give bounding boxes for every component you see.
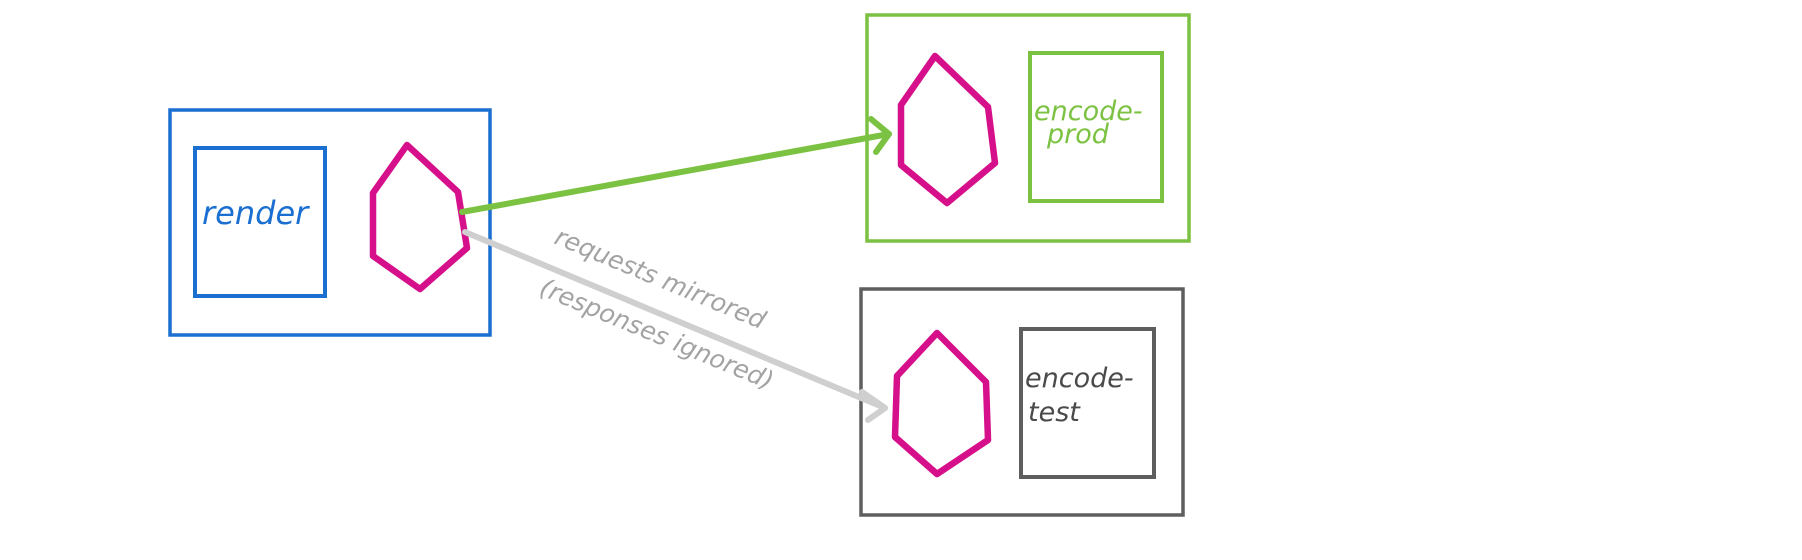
render-service-box xyxy=(193,146,327,298)
encode-prod-pod-border xyxy=(865,13,1191,243)
prod-traffic-arrow xyxy=(459,116,892,215)
prod-arrowhead xyxy=(868,116,892,155)
render-proxy-icon xyxy=(369,141,471,293)
render-pod: render xyxy=(168,108,492,337)
mirror-arrowhead xyxy=(859,389,888,423)
encode-prod-proxy-icon xyxy=(897,52,999,207)
render-pod-border xyxy=(168,108,492,337)
encode-prod-label-line2: prod xyxy=(1046,119,1110,150)
mirror-traffic-arrow xyxy=(462,229,888,423)
encode-prod-service-box xyxy=(1028,51,1164,203)
encode-test-pod: encode- test xyxy=(859,287,1185,517)
render-service-label: render xyxy=(202,194,310,232)
encode-test-pod-border xyxy=(859,287,1185,517)
encode-prod-label-line1: encode- xyxy=(1034,96,1143,127)
prod-arrow-line xyxy=(459,131,892,215)
encode-test-service-box xyxy=(1019,327,1156,479)
mirror-arrow-line xyxy=(462,229,888,411)
encode-test-label-line1: encode- xyxy=(1025,363,1134,394)
encode-prod-pod: encode- prod xyxy=(865,13,1191,243)
encode-test-proxy-icon xyxy=(891,329,992,478)
encode-test-label-line2: test xyxy=(1028,397,1081,428)
